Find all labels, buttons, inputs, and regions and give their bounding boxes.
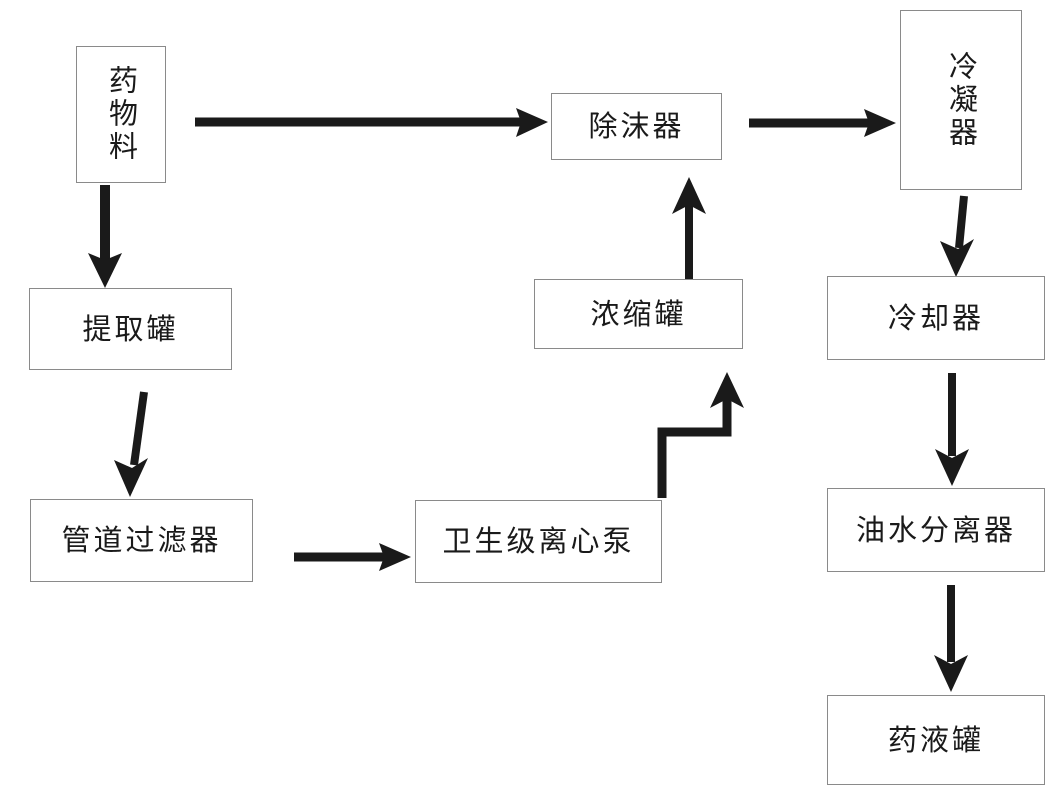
edge-pump-to-concentration-tank	[657, 372, 744, 498]
edge-raw-material-to-demister	[195, 108, 548, 137]
node-extraction-tank[interactable]: 提取罐	[29, 288, 232, 370]
edge-concentration-tank-to-demister	[672, 177, 706, 279]
node-sanitary-pump[interactable]: 卫生级离心泵	[415, 500, 662, 583]
node-extraction-tank-label: 提取罐	[82, 311, 179, 346]
node-oil-water-separator-label: 油水分离器	[855, 512, 1016, 547]
edge-demister-to-condenser	[749, 109, 896, 137]
node-condenser-label: 冷凝器	[944, 50, 979, 150]
node-liquid-medicine-tank-label: 药液罐	[887, 722, 984, 757]
edge-extraction-tank-to-filter	[114, 391, 148, 497]
node-pipeline-filter[interactable]: 管道过滤器	[30, 499, 253, 582]
edge-separator-to-liquid-tank	[934, 585, 968, 692]
node-raw-material[interactable]: 药物料	[76, 46, 166, 183]
edge-filter-to-pump	[294, 543, 411, 571]
edge-cooler-to-separator	[935, 373, 969, 486]
node-demister-label: 除沫器	[588, 109, 685, 144]
node-concentration-tank-label: 浓缩罐	[590, 296, 687, 331]
node-cooler-label: 冷却器	[887, 300, 984, 335]
edge-condenser-to-cooler	[940, 195, 974, 277]
node-cooler[interactable]: 冷却器	[827, 276, 1045, 360]
node-oil-water-separator[interactable]: 油水分离器	[827, 488, 1045, 572]
node-demister[interactable]: 除沫器	[551, 93, 722, 160]
edge-raw-material-to-extraction-tank	[88, 185, 122, 288]
node-sanitary-pump-label: 卫生级离心泵	[442, 524, 635, 559]
node-liquid-medicine-tank[interactable]: 药液罐	[827, 695, 1045, 785]
node-raw-material-label: 药物料	[104, 65, 139, 164]
node-concentration-tank[interactable]: 浓缩罐	[534, 279, 743, 349]
node-pipeline-filter-label: 管道过滤器	[61, 523, 222, 558]
node-condenser[interactable]: 冷凝器	[900, 10, 1022, 190]
